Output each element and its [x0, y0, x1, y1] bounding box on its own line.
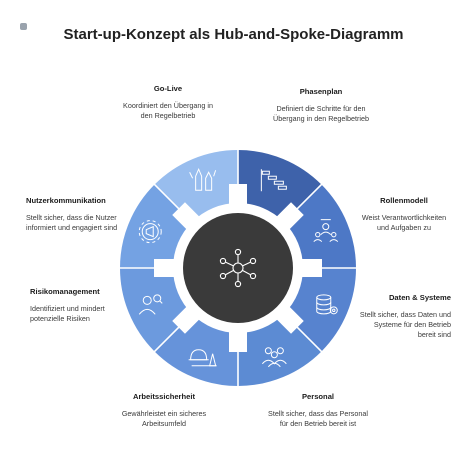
label-phasenplan: Phasenplan Definiert die Schritte für de… — [273, 87, 369, 124]
spoke-description: Identifiziert und mindert potenzielle Ri… — [30, 304, 105, 324]
label-go-live: Go-Live Koordiniert den Übergang in den … — [120, 84, 216, 121]
hub-notch — [298, 259, 322, 277]
hub-notch — [154, 259, 178, 277]
spoke-title: Go-Live — [153, 84, 183, 93]
hub-notch — [229, 328, 247, 352]
hub-circle — [183, 213, 293, 323]
spoke-description: Weist Verantwortlichkeiten und Aufgaben … — [361, 213, 447, 233]
person-search-icon — [138, 294, 163, 315]
label-arbeitssicherheit: Arbeitssicherheit Gewährleistet ein sich… — [106, 392, 222, 429]
spoke-description: Stellt sicher, dass das Personal für den… — [268, 409, 368, 429]
brand-logo — [20, 22, 40, 30]
spoke-title: Daten & Systeme — [388, 293, 451, 302]
network-hub-icon — [219, 248, 257, 288]
spoke-description: Koordiniert den Übergang in den Regelbet… — [123, 101, 213, 121]
database-gear-icon — [316, 294, 338, 315]
spoke-description: Stellt sicher, dass Daten und Systeme fü… — [359, 310, 451, 340]
megaphone-gear-icon — [138, 220, 162, 244]
label-rollenmodell: Rollenmodell Weist Verantwortlichkeiten … — [358, 196, 450, 233]
team-roles-icon — [313, 219, 339, 243]
spoke-title: Arbeitssicherheit — [132, 392, 196, 401]
spoke-title: Risikomanagement — [30, 287, 100, 296]
label-risikomanagement: Risikomanagement Identifiziert und minde… — [30, 287, 120, 324]
spoke-title: Nutzerkommunikation — [26, 196, 106, 205]
spoke-description: Gewährleistet ein sicheres Arbeitsumfeld — [121, 409, 207, 429]
label-daten-systeme: Daten & Systeme Stellt sicher, dass Date… — [359, 293, 451, 340]
spoke-title: Phasenplan — [299, 87, 343, 96]
label-personal: Personal Stellt sicher, dass das Persona… — [268, 392, 368, 429]
spoke-title: Personal — [301, 392, 335, 401]
rockets-launch-icon — [189, 167, 217, 191]
logo-mark — [20, 22, 27, 30]
gantt-chart-icon — [260, 169, 287, 192]
spoke-description: Stellt sicher, dass die Nutzer informier… — [26, 213, 118, 233]
spoke-title: Rollenmodell — [380, 196, 428, 205]
hardhat-safety-icon — [188, 349, 217, 367]
hub-notch — [229, 184, 247, 208]
page-title: Start-up-Konzept als Hub-and-Spoke-Diagr… — [63, 26, 404, 43]
spoke-description: Definiert die Schritte für den Übergang … — [273, 104, 369, 124]
people-group-icon — [261, 347, 287, 368]
label-nutzerkommunikation: Nutzerkommunikation Stellt sicher, dass … — [26, 196, 126, 233]
